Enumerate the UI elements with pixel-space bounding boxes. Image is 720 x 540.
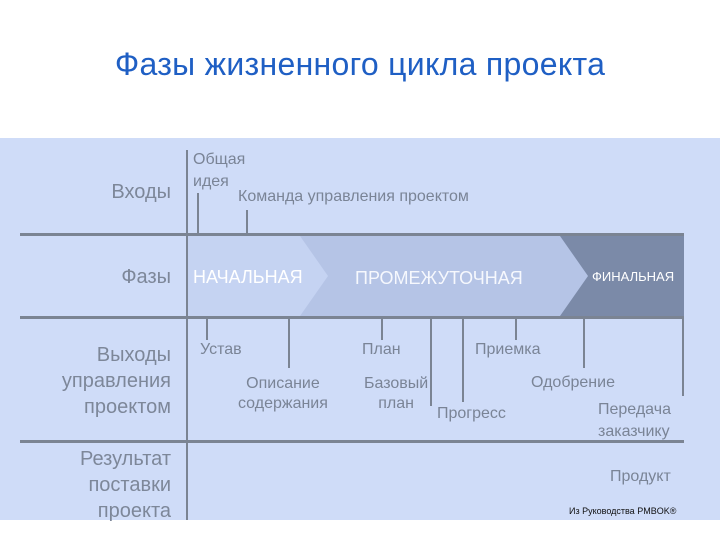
separator-outputs-deliverables [20,440,684,443]
input-general-idea: Общая идея [193,149,245,193]
input-project-team: Команда управления проектом [238,188,469,205]
source-note: Из Руководства PMBOK® [569,506,677,516]
row-label-outputs-line: управления [61,370,171,392]
output-baseline-plan-line: план [378,395,414,412]
separator-inputs-phases [20,233,684,236]
row-label-outputs: Выходы управления проектом [62,342,171,420]
output-charter: Устав [200,341,242,358]
deliverable-product: Продукт [610,468,671,485]
row-label-deliverables: Результат поставки проекта [80,446,171,524]
row-label-inputs: Входы [111,181,171,203]
output-acceptance: Приемка [475,341,541,358]
output-scope-description: Описание содержания [238,374,328,414]
row-label-phases: Фазы [121,266,171,288]
phase-label-intermediate: ПРОМЕЖУТОЧНАЯ [355,268,523,288]
phase-label-initial: НАЧАЛЬНАЯ [193,267,303,287]
separator-phases-outputs [20,316,684,319]
input-general-idea-line: Общая [193,151,246,168]
output-baseline-plan: Базовый план [364,374,428,414]
output-scope-description-line: Описание [246,375,320,392]
row-label-deliverables-line: проекта [97,500,171,522]
row-label-outputs-line: проектом [84,396,171,418]
output-tick-handover [682,316,684,396]
timeline-axis [186,150,188,520]
phase-arrow-final [560,236,684,316]
output-tick-scope [288,316,290,368]
output-tick-approval [583,316,585,368]
output-tick-progress [462,316,464,402]
output-plan: План [362,341,401,358]
output-handover: Передача заказчику [598,399,671,443]
input-tick-idea [197,193,199,235]
output-tick-plan [381,316,383,340]
output-progress: Прогресс [437,405,506,422]
phase-label-final: ФИНАЛЬНАЯ [592,269,675,284]
output-scope-description-line: содержания [238,395,328,412]
row-label-outputs-line: Выходы [96,344,171,366]
row-label-deliverables-line: поставки [88,474,171,496]
phase-arrow-intermediate [300,236,590,316]
output-handover-line: заказчику [598,423,670,440]
row-label-deliverables-line: Результат [80,448,171,470]
input-general-idea-line: идея [193,173,229,190]
output-tick-acceptance [515,316,517,340]
output-approval: Одобрение [531,374,615,391]
output-tick-baseline [430,316,432,406]
slide-title: Фазы жизненного цикла проекта [114,46,606,82]
lifecycle-diagram [0,138,720,520]
phase-arrow-initial [188,236,346,316]
input-tick-team [246,210,248,235]
output-handover-line: Передача [598,401,671,418]
output-tick-charter [206,316,208,340]
output-baseline-plan-line: Базовый [364,375,429,392]
